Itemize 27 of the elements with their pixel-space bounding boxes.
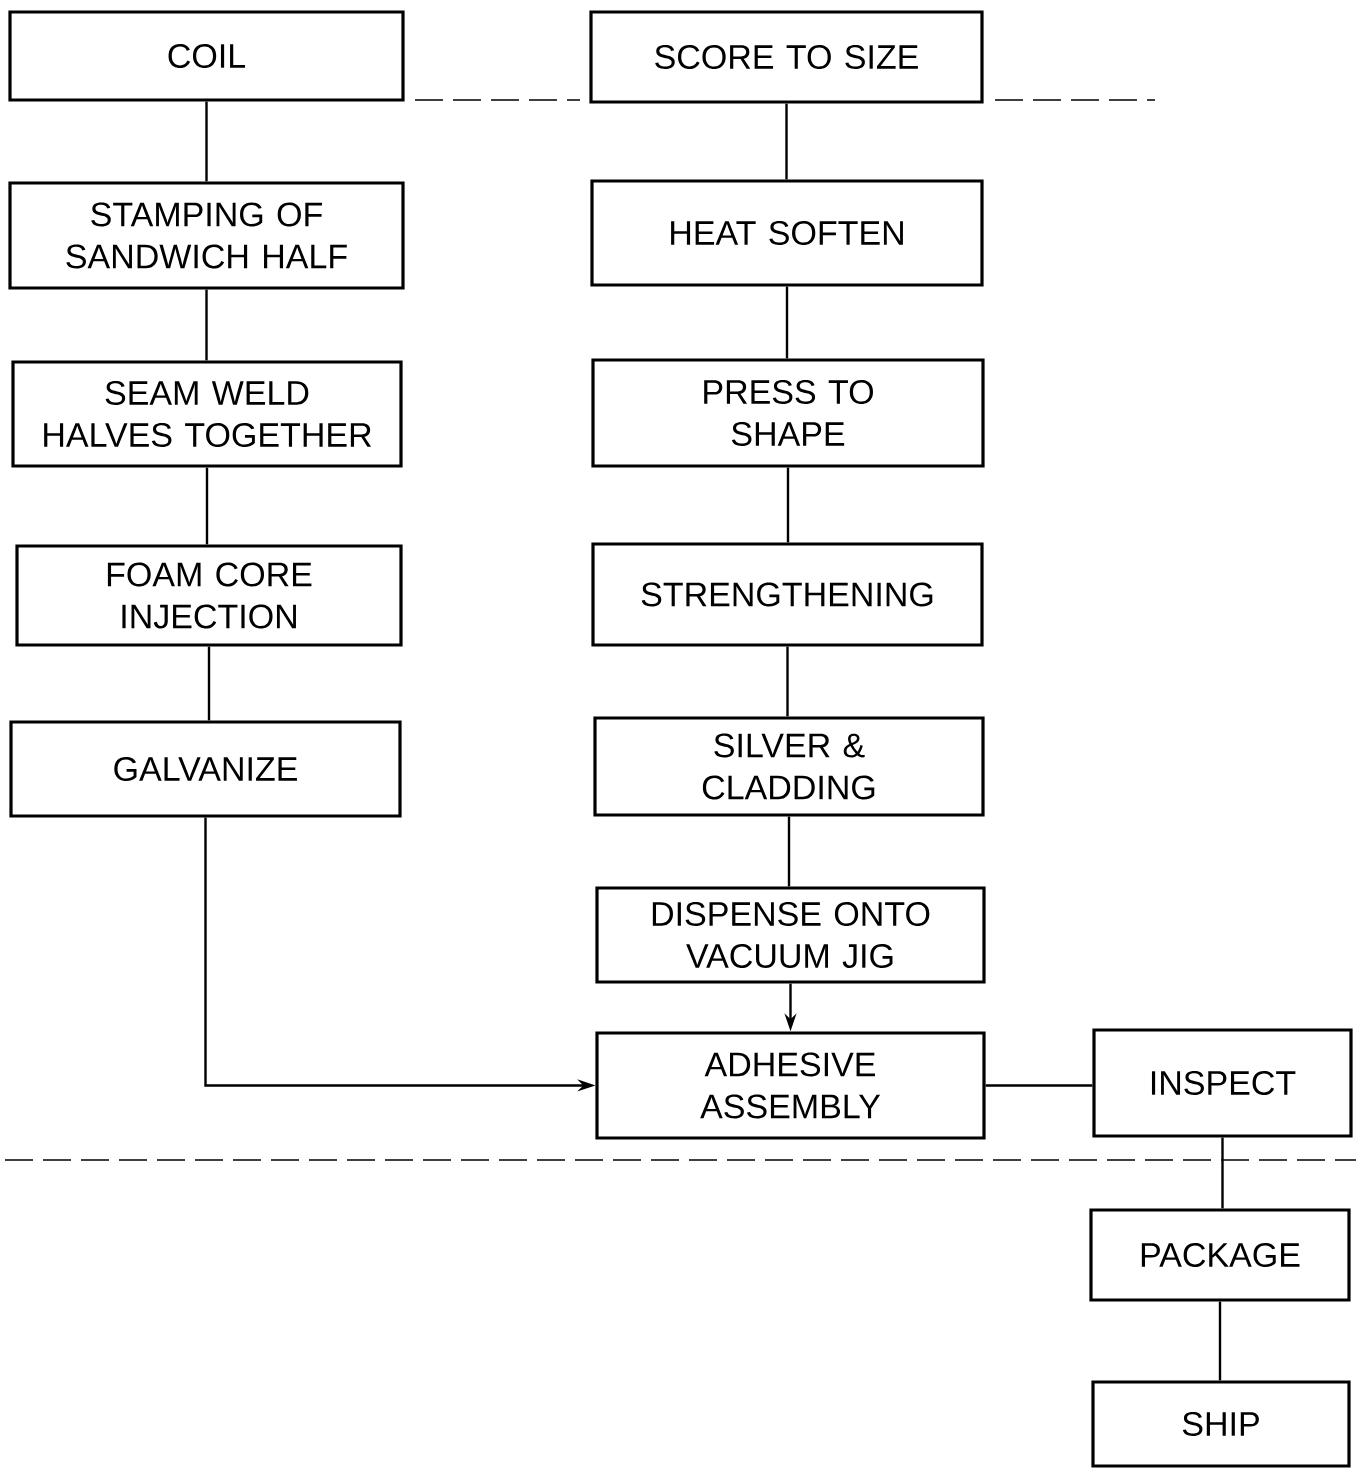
- process-box: SCORE TO SIZE: [589, 10, 984, 104]
- connector: [205, 101, 208, 182]
- connector: [785, 103, 788, 180]
- process-box: DISPENSE ONTO VACUUM JIG: [595, 886, 986, 984]
- connector: [1218, 1301, 1222, 1381]
- connector: [787, 816, 791, 887]
- process-box: PRESS TO SHAPE: [591, 358, 985, 468]
- process-box: COIL: [8, 10, 405, 102]
- process-box: SHIP: [1091, 1380, 1351, 1468]
- process-box: ADHESIVE ASSEMBLY: [595, 1031, 986, 1140]
- connector: [785, 286, 789, 359]
- process-box: SILVER & CLADDING: [593, 716, 985, 817]
- process-box: STAMPING OF SANDWICH HALF: [8, 181, 405, 290]
- connector: [207, 646, 211, 721]
- connector: [786, 646, 789, 717]
- process-box: FOAM CORE INJECTION: [15, 544, 403, 647]
- process-box: GALVANIZE: [9, 720, 402, 818]
- connector: [205, 289, 208, 361]
- process-box: PACKAGE: [1089, 1208, 1351, 1302]
- process-box: HEAT SOFTEN: [590, 179, 984, 287]
- process-box: INSPECT: [1092, 1028, 1353, 1138]
- connector: [786, 467, 790, 543]
- connector: [1221, 1137, 1224, 1209]
- connector: [985, 1084, 1093, 1087]
- process-box: STRENGTHENING: [591, 542, 984, 647]
- connector: [205, 467, 209, 545]
- process-box: SEAM WELD HALVES TOGETHER: [11, 360, 403, 468]
